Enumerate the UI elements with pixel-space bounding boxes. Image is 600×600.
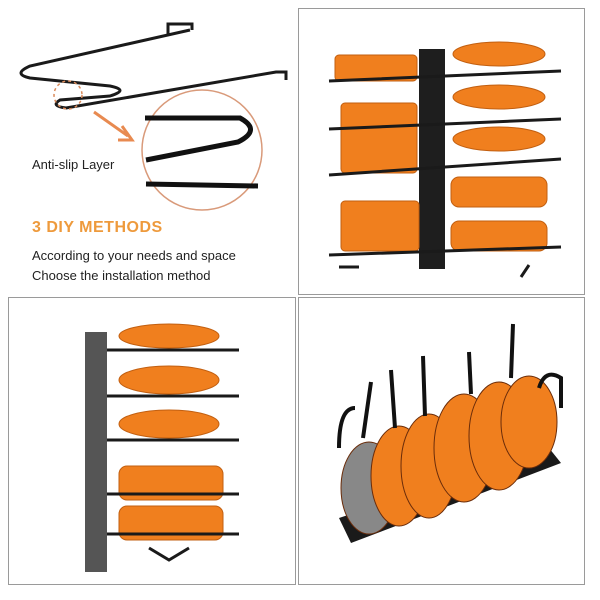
wall-rack-image: [85, 323, 239, 572]
upright-rack-image: [337, 323, 563, 543]
anti-slip-label: Anti-slip Layer: [32, 157, 115, 172]
hook-detail-panel: Anti-slip Layer 3 DIY METHODS According …: [0, 0, 296, 296]
methods-title: 3 DIY METHODS: [32, 219, 163, 236]
method-photo-upright: [298, 297, 585, 585]
arrow-icon: [118, 125, 135, 142]
hook-illustration: [19, 22, 288, 211]
method-photo-vertical: [8, 297, 296, 585]
description-line-1: According to your needs and space: [32, 248, 236, 263]
description-line-2: Choose the installation method: [32, 268, 211, 283]
detail-marker: [53, 80, 83, 110]
rack-with-pots-image: [328, 41, 562, 278]
method-photo-horizontal: [298, 8, 585, 295]
